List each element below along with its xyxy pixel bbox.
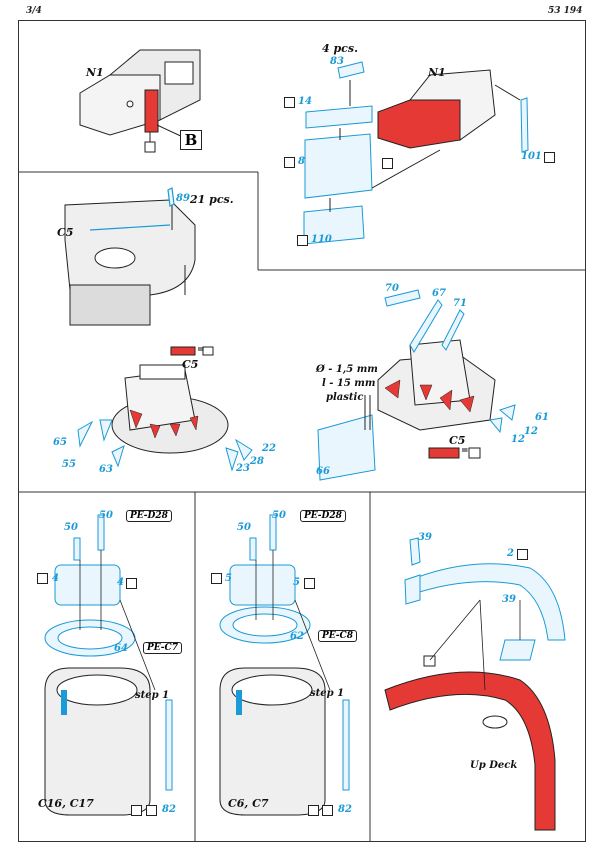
glue-icon (382, 158, 393, 169)
bend-icon (131, 805, 142, 816)
part-50-number: 50 (64, 522, 78, 533)
part-5-number: 5 (225, 573, 232, 584)
part-82-number: 82 (338, 804, 352, 815)
part-50-number: 50 (99, 510, 113, 521)
c6-guide-lines (255, 550, 331, 691)
up-deck-guide-lines (429, 599, 521, 691)
fold-icon (126, 578, 137, 589)
part-5-number: 5 (293, 577, 300, 588)
part-62-number: 62 (290, 631, 304, 642)
fold-icon (284, 97, 295, 108)
fold-icon (517, 549, 528, 560)
part-70-number: 70 (385, 283, 399, 294)
c5-red-gussets (129, 409, 199, 439)
up-deck-drawing (384, 655, 556, 831)
part-c5-label: C5 (449, 434, 466, 447)
c5-deck-side-drawing (317, 339, 496, 481)
c6-pe-parts (219, 514, 350, 791)
c16-pe-parts (44, 514, 173, 791)
c6-funnel-drawing (219, 667, 326, 816)
pe-reference-badge: PE-D28 (126, 510, 172, 522)
part-39-number: 39 (418, 532, 432, 543)
rod-length-spec: l - 15 mm (322, 378, 376, 389)
detail-marker-b: B (180, 130, 202, 150)
fold-icon (211, 573, 222, 584)
c5-cabin-drawing (111, 346, 229, 454)
pe-reference-badge: PE-C7 (143, 642, 182, 654)
rod-diameter-spec: Ø - 1,5 mm (316, 364, 378, 375)
pe-reference-badge: PE-D28 (300, 510, 346, 522)
up-deck-pe-rail (404, 537, 566, 661)
part-50-number: 50 (237, 522, 251, 533)
part-c6-c7-label: C6, C7 (228, 797, 269, 810)
part-61-number: 61 (535, 412, 549, 423)
fold-icon (146, 805, 157, 816)
n1-frame-parts (303, 61, 529, 245)
part-67-number: 67 (432, 288, 446, 299)
part-39-number: 39 (502, 594, 516, 605)
rod-material-spec: plastic (326, 392, 364, 403)
equals-sign: = (197, 345, 205, 355)
quantity-label: 21 pcs. (190, 193, 234, 206)
part-4-number: 4 (117, 577, 124, 588)
part-28-number: 28 (250, 456, 264, 467)
part-50-number: 50 (272, 510, 286, 521)
page-number: 3/4 (26, 6, 42, 16)
c5-pe-gussets (77, 419, 253, 472)
part-8-number: 8 (298, 156, 305, 167)
part-4-number: 4 (52, 573, 59, 584)
pe-reference-badge: PE-C8 (318, 630, 357, 642)
part-12-number: 12 (524, 426, 538, 437)
equals-sign: = (461, 446, 469, 456)
n1-cabin-drawing (377, 69, 496, 149)
part-c16-c17-label: C16, C17 (38, 797, 94, 810)
kit-code: 53 194 (548, 6, 583, 16)
part-n1-label: N1 (86, 66, 104, 79)
c5-rail-parts (89, 187, 175, 231)
fold-icon (284, 157, 295, 168)
part-83-number: 83 (330, 56, 344, 67)
fold-icon (304, 578, 315, 589)
fold-icon (544, 152, 555, 163)
part-23-number: 23 (236, 463, 250, 474)
part-89-number: 89 (176, 193, 190, 204)
part-c5-label: C5 (57, 226, 74, 239)
panel-dividers (18, 171, 586, 842)
part-82-number: 82 (162, 804, 176, 815)
page-frame (18, 20, 586, 842)
fold-icon (297, 235, 308, 246)
part-66-number: 66 (316, 466, 330, 477)
part-n1-label: N1 (428, 66, 446, 79)
bend-icon (308, 805, 319, 816)
part-c5-label: C5 (182, 358, 199, 371)
part-14-number: 14 (298, 96, 312, 107)
c16-funnel-drawing (44, 667, 151, 816)
fold-icon (322, 805, 333, 816)
step-label: step 1 (310, 688, 345, 699)
up-deck-label: Up Deck (470, 760, 518, 771)
n1-housing-drawing (79, 49, 201, 153)
step-label: step 1 (135, 690, 170, 701)
c16-guide-lines (79, 550, 156, 691)
c5-side-pe-parts (384, 289, 516, 434)
part-12-number: 12 (511, 434, 525, 445)
fold-icon (37, 573, 48, 584)
quantity-label: 4 pcs. (322, 42, 358, 55)
part-55-number: 55 (62, 459, 76, 470)
part-71-number: 71 (453, 298, 467, 309)
part-65-number: 65 (53, 437, 67, 448)
part-2-number: 2 (507, 548, 514, 559)
c5-deck-drawing (64, 195, 196, 326)
part-64-number: 64 (114, 643, 128, 654)
c5-side-red-gussets (384, 379, 475, 413)
part-63-number: 63 (99, 464, 113, 475)
part-22-number: 22 (262, 443, 276, 454)
part-101-number: 101 (521, 151, 542, 162)
part-110-number: 110 (311, 234, 332, 245)
